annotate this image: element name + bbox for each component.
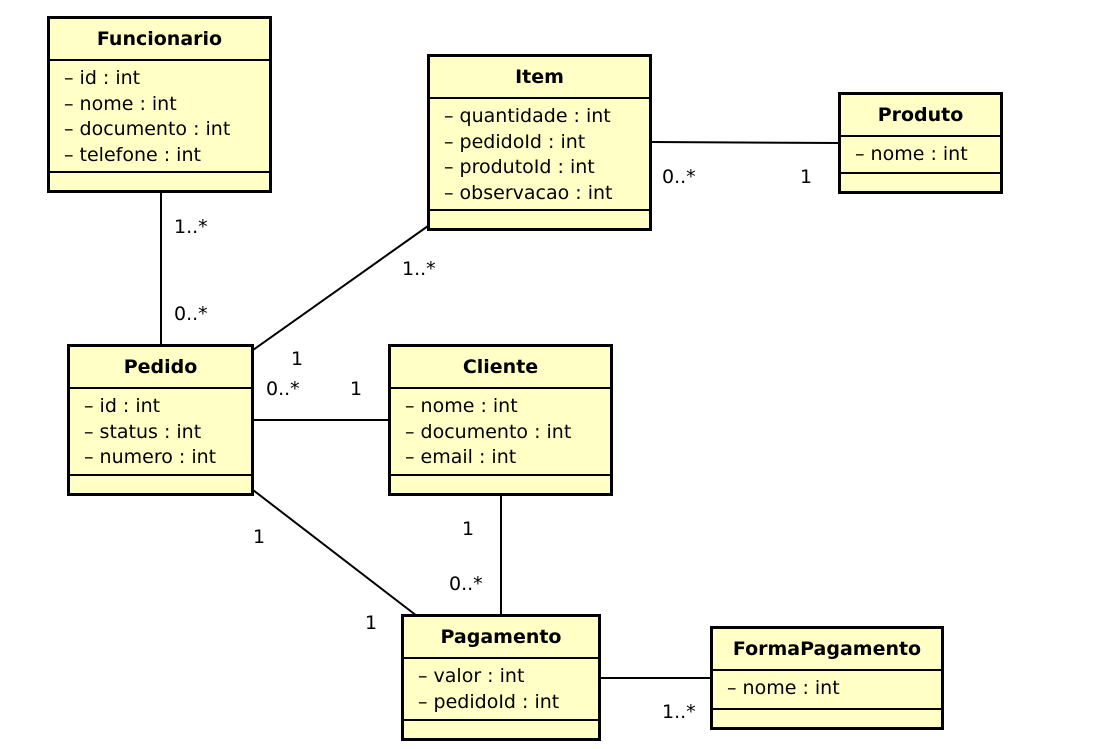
attribute: – numero : int [84,446,217,468]
attribute-list: – id : int – nome : int – documento : in… [50,61,269,173]
attribute: – nome : int [855,143,968,165]
attribute: – id : int [84,395,161,417]
attribute: – produtoId : int [444,156,595,178]
class-name: Pagamento [404,617,598,659]
class-name: Item [430,57,649,99]
multiplicity-label: 1 [291,348,304,370]
operations-compartment [50,173,269,190]
attribute: – documento : int [405,420,572,443]
operations-compartment [713,710,941,727]
multiplicity-label: 0..* [449,573,483,595]
class-funcionario[interactable]: Funcionario – id : int – nome : int – do… [47,16,272,193]
attribute: – id : int [64,67,141,89]
multiplicity-label: 1 [800,166,813,188]
attribute-list: – nome : int [713,671,941,710]
attribute: – email : int [405,446,517,468]
attribute: – observacao : int [444,181,613,204]
class-produto[interactable]: Produto – nome : int [838,92,1003,194]
attribute: – pedidoId : int [418,690,560,713]
association-line-item-produto [650,141,841,144]
attribute-list: – valor : int – pedidoId : int [404,659,598,721]
multiplicity-label: 1..* [402,258,436,280]
attribute: – pedidoId : int [444,130,586,153]
attribute: – nome : int [727,677,840,699]
attribute-list: – nome : int [841,137,1000,174]
attribute-list: – nome : int – documento : int – email :… [391,389,610,476]
multiplicity-label: 0..* [266,378,300,400]
class-pedido[interactable]: Pedido – id : int – status : int – numer… [67,344,254,496]
class-item[interactable]: Item – quantidade : int – pedidoId : int… [427,54,652,231]
operations-compartment [70,476,251,493]
multiplicity-label: 1 [253,526,266,548]
operations-compartment [404,721,598,738]
class-formapagamento[interactable]: FormaPagamento – nome : int [710,626,944,730]
class-name: FormaPagamento [713,629,941,671]
multiplicity-label: 0..* [174,303,208,325]
multiplicity-label: 1 [350,378,363,400]
association-line-pedido-item [252,225,429,351]
multiplicity-label: 1..* [174,216,208,238]
attribute-list: – id : int – status : int – numero : int [70,389,251,476]
multiplicity-label: 1..* [662,701,696,723]
operations-compartment [391,476,610,493]
class-cliente[interactable]: Cliente – nome : int – documento : int –… [388,344,613,496]
attribute: – telefone : int [64,143,201,166]
attribute: – nome : int [405,395,518,417]
attribute: – nome : int [64,92,177,115]
attribute: – valor : int [418,665,525,687]
class-name: Cliente [391,347,610,389]
attribute-list: – quantidade : int – pedidoId : int – pr… [430,99,649,211]
class-name: Pedido [70,347,251,389]
attribute: – documento : int [64,118,231,140]
attribute: – status : int [84,420,202,443]
multiplicity-label: 1 [462,518,475,540]
attribute: – quantidade : int [444,105,611,127]
association-line-pedido-pagamento [252,489,418,617]
class-pagamento[interactable]: Pagamento – valor : int – pedidoId : int [401,614,601,741]
multiplicity-label: 1 [365,612,378,634]
class-name: Funcionario [50,19,269,61]
operations-compartment [841,174,1000,191]
multiplicity-label: 0..* [662,166,696,188]
operations-compartment [430,211,649,228]
class-name: Produto [841,95,1000,137]
